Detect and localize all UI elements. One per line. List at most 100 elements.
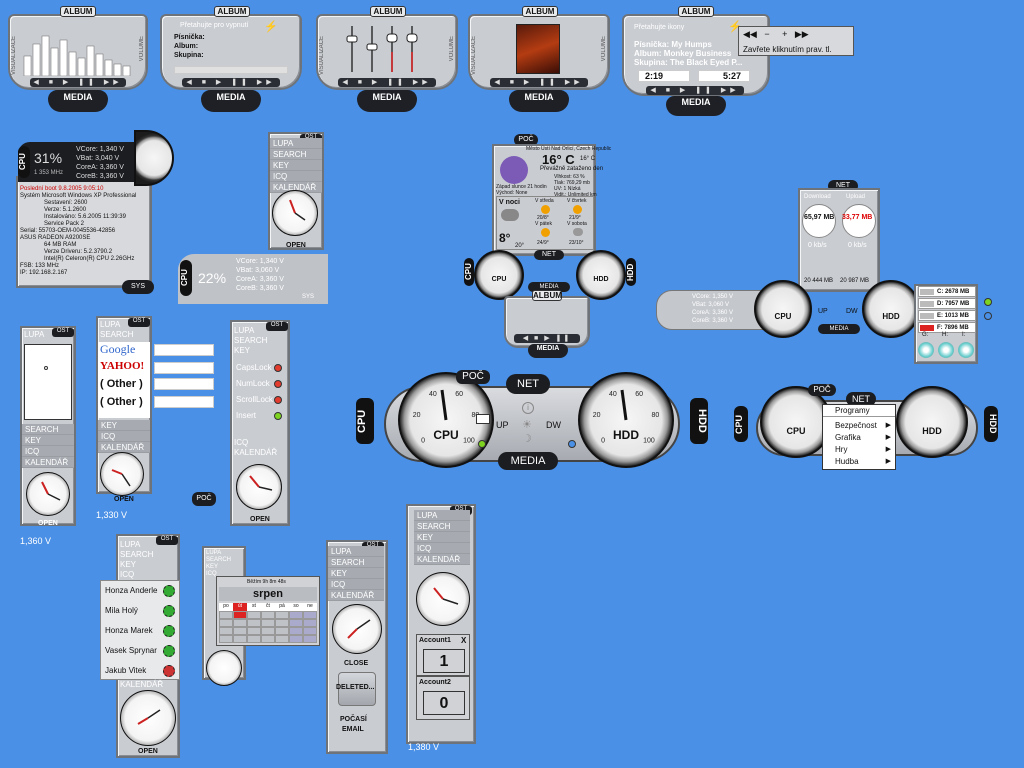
key-label[interactable]: KEY xyxy=(120,560,137,569)
hdd-side-tab[interactable]: HDD xyxy=(690,398,708,444)
calendar-cell[interactable] xyxy=(261,635,275,643)
calendar-cell[interactable] xyxy=(275,619,289,627)
ost-tab[interactable]: OST xyxy=(266,322,288,331)
playback-controls[interactable]: ◀ ■ ▶ ❚❚ ▶▶ xyxy=(490,78,588,87)
media-button[interactable]: MEDIA xyxy=(509,90,569,112)
key-label[interactable]: KEY xyxy=(234,346,251,355)
calendar-cell[interactable] xyxy=(289,627,303,635)
poc-tab[interactable]: POČ xyxy=(514,134,538,146)
lupa-label[interactable]: LUPA xyxy=(120,540,141,549)
media-button[interactable]: MEDIA xyxy=(528,282,570,292)
media-button[interactable]: MEDIA xyxy=(498,452,558,470)
icq-contact[interactable]: Jakub Vitek xyxy=(101,661,179,681)
menu-item-icq[interactable]: ICQ xyxy=(270,171,322,182)
search-input-2[interactable] xyxy=(154,362,214,374)
key-label[interactable]: KEY xyxy=(206,564,219,570)
menu-item-key[interactable]: KEY xyxy=(328,568,384,579)
hdd-side-tab[interactable]: HDD xyxy=(984,406,998,442)
calendar-cell[interactable] xyxy=(247,635,261,643)
open-label[interactable]: OPEN xyxy=(250,516,270,523)
calendar-cell[interactable] xyxy=(233,635,247,643)
calendar-cell[interactable] xyxy=(261,611,275,619)
cpu-side-tab[interactable]: CPU xyxy=(356,398,374,444)
menu-item-lupa[interactable]: LUPA xyxy=(270,138,322,149)
calendar-cell[interactable] xyxy=(219,619,233,627)
poc-button[interactable]: POČ xyxy=(456,370,490,384)
equalizer-sliders[interactable] xyxy=(344,24,430,74)
moon-icon[interactable]: ☽ xyxy=(522,433,532,445)
calendar-cell[interactable] xyxy=(261,627,275,635)
drive-row[interactable]: F: 7896 MB xyxy=(918,322,976,333)
menu-item-search[interactable]: SEARCH xyxy=(414,521,470,532)
context-menu-item[interactable]: Hry▶ xyxy=(835,445,891,454)
icq-label[interactable]: ICQ xyxy=(234,438,249,447)
open-label[interactable]: OPEN xyxy=(138,748,158,755)
net-button[interactable]: NET xyxy=(846,392,876,406)
drive-row[interactable]: E: 1013 MB xyxy=(918,310,976,321)
poc-tab[interactable]: POČ xyxy=(192,492,216,506)
sys-tab[interactable]: SYS xyxy=(122,280,154,294)
mail-icon[interactable] xyxy=(476,414,490,424)
calendar-cell[interactable] xyxy=(303,611,317,619)
volume-popup[interactable]: ◀◀ − + ▶▶ Zavřete kliknutím prav. tl. xyxy=(738,26,854,56)
playback-controls[interactable]: ◀ ■ ▶ ❚❚ ▶▶ xyxy=(182,78,280,87)
media-button[interactable]: MEDIA xyxy=(201,90,261,112)
calendar-cell[interactable] xyxy=(233,619,247,627)
calendar-cell[interactable] xyxy=(233,627,247,635)
menu-item-search[interactable]: SEARCH xyxy=(22,424,74,435)
playback-controls[interactable]: ◀ ■ ▶ ❚❚ ▶▶ xyxy=(338,78,436,87)
menu-item-kalendář[interactable]: KALENDÁŘ xyxy=(22,457,74,468)
album-tab[interactable]: ALBUM xyxy=(214,6,250,17)
menu-item-key[interactable]: KEY xyxy=(270,160,322,171)
other-search-1[interactable]: ( Other ) xyxy=(100,378,143,390)
menu-item-lupa[interactable]: LUPA xyxy=(328,546,384,557)
media-button[interactable]: MEDIA xyxy=(818,324,860,334)
calendar-cell[interactable] xyxy=(303,635,317,643)
net-button[interactable]: NET xyxy=(506,374,550,394)
calendar-cell[interactable] xyxy=(275,611,289,619)
recycle-bin-icon[interactable] xyxy=(338,672,376,706)
lupa-label[interactable]: LUPA xyxy=(206,550,222,556)
icq-label[interactable]: ICQ xyxy=(120,570,135,579)
icq-contact[interactable]: Vasek Sprynar xyxy=(101,641,179,661)
icq-contact[interactable]: Honza Marek xyxy=(101,621,179,641)
cpu-tab[interactable]: CPU xyxy=(180,260,192,296)
open-label[interactable]: OPEN xyxy=(114,496,134,503)
progress-bar[interactable] xyxy=(174,66,288,74)
search-input-4[interactable] xyxy=(154,396,214,408)
drive-row[interactable]: D: 7957 MB xyxy=(918,298,976,309)
open-label[interactable]: OPEN xyxy=(286,242,306,249)
album-tab[interactable]: ALBUM xyxy=(532,290,562,301)
search-input-1[interactable] xyxy=(154,344,214,356)
calendar-label[interactable]: KALENDÁŘ xyxy=(120,680,164,689)
search-label[interactable]: SEARCH xyxy=(206,557,232,563)
volume-controls[interactable]: ◀◀ − + ▶▶ xyxy=(743,29,809,39)
context-menu-item[interactable]: Programy xyxy=(823,405,895,417)
menu-item-icq[interactable]: ICQ xyxy=(414,543,470,554)
album-tab[interactable]: ALBUM xyxy=(370,6,406,17)
lupa-title[interactable]: LUPA xyxy=(24,330,45,339)
playback-controls[interactable]: ◀ ■ ▶ ❚❚ ▶▶ xyxy=(646,86,744,95)
close-icon[interactable]: X xyxy=(461,636,467,645)
search-input-3[interactable] xyxy=(154,378,214,390)
cpu-tab[interactable]: CPU xyxy=(18,146,30,178)
calendar-label[interactable]: KALENDÁŘ xyxy=(234,448,278,457)
google-logo[interactable]: Google xyxy=(100,342,136,356)
album-tab[interactable]: ALBUM xyxy=(522,6,558,17)
cd-drive-icon[interactable] xyxy=(918,342,934,358)
yahoo-logo[interactable]: YAHOO! xyxy=(100,360,145,372)
calendar-cell[interactable] xyxy=(219,635,233,643)
open-label[interactable]: OPEN xyxy=(38,520,58,527)
info-icon[interactable]: i xyxy=(522,402,534,414)
cpu-side-tab[interactable]: CPU xyxy=(464,258,474,286)
account-box-1[interactable]: Account1 X 1 xyxy=(416,634,470,676)
media-button[interactable]: MEDIA xyxy=(48,90,108,112)
search-label[interactable]: SEARCH xyxy=(120,550,154,559)
menu-item-key[interactable]: KEY xyxy=(98,420,150,431)
media-button[interactable]: MEDIA xyxy=(357,90,417,112)
sys-tab[interactable]: SYS xyxy=(302,294,315,300)
account-box-2[interactable]: Account2 0 xyxy=(416,676,470,720)
plug-icon[interactable]: ⚡ xyxy=(264,21,278,33)
media-button[interactable]: MEDIA xyxy=(528,344,568,358)
ost-tab[interactable]: OST xyxy=(52,328,74,337)
